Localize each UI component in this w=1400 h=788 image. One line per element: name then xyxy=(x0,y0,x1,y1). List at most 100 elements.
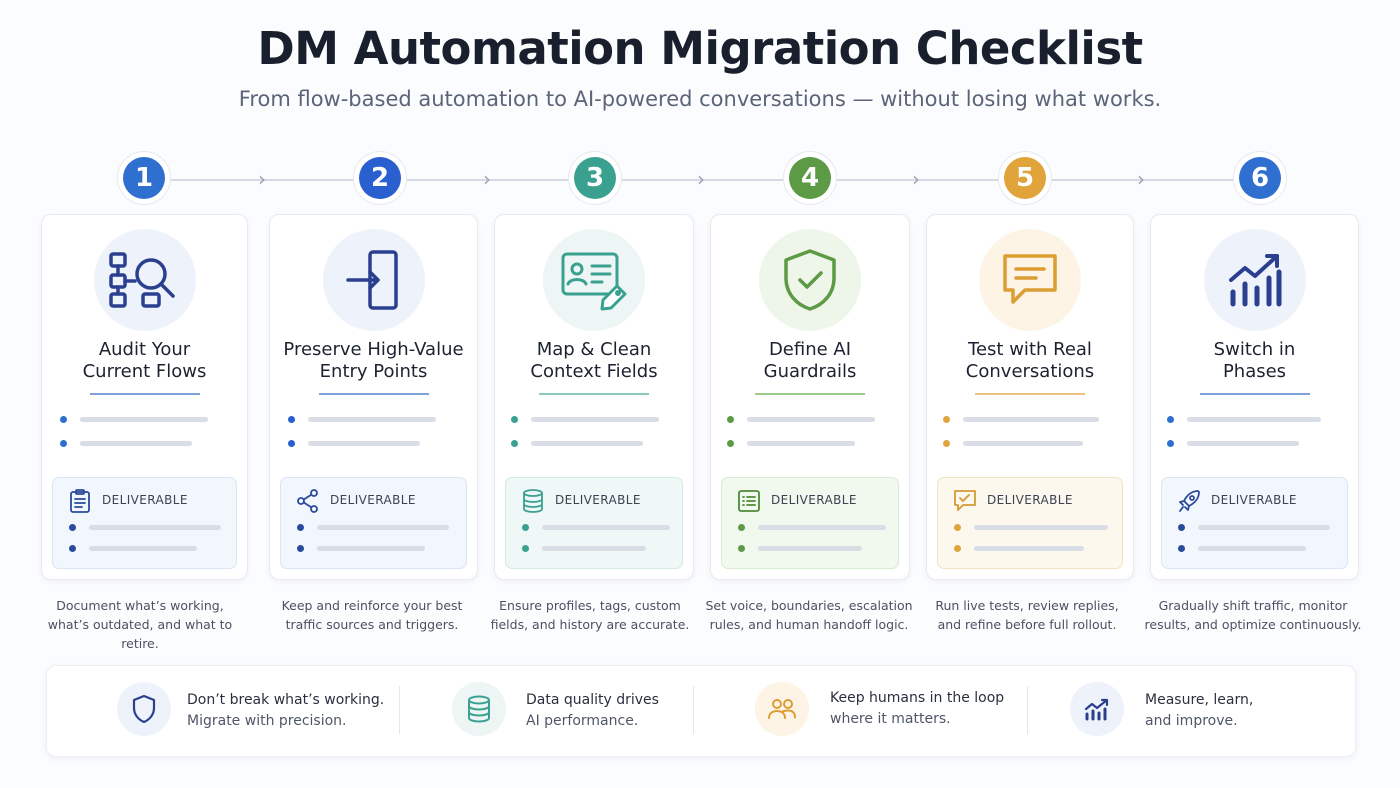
deliverable-label: DELIVERABLE xyxy=(987,493,1073,507)
principle-item-4: Measure, learn,and improve. xyxy=(1070,682,1310,738)
placeholder-line xyxy=(738,545,898,552)
page-title: DM Automation Migration Checklist xyxy=(257,22,1143,75)
entry-arrow-icon xyxy=(322,229,425,331)
divider xyxy=(693,686,694,734)
growth-chart-icon xyxy=(1203,229,1306,331)
deliverable-label: DELIVERABLE xyxy=(555,493,641,507)
placeholder-line xyxy=(943,416,1113,423)
deliverable-box: DELIVERABLE xyxy=(52,477,237,569)
placeholder-line xyxy=(1167,440,1337,447)
placeholder-line xyxy=(954,524,1114,531)
clipboard-icon xyxy=(67,488,93,514)
deliverable-box: DELIVERABLE xyxy=(505,477,683,569)
chevron-right-icon: › xyxy=(483,167,491,191)
placeholder-line xyxy=(1178,524,1338,531)
step-number-5: 5 xyxy=(1004,157,1046,199)
placeholder-line xyxy=(943,440,1113,447)
deliverable-box: DELIVERABLE xyxy=(280,477,467,569)
deliverable-box: DELIVERABLE xyxy=(937,477,1123,569)
placeholder-line xyxy=(522,545,682,552)
title-underline xyxy=(89,393,200,395)
deliverable-box: DELIVERABLE xyxy=(721,477,899,569)
placeholder-line xyxy=(69,524,229,531)
step-connector-line xyxy=(168,179,1234,181)
page-subtitle: From flow-based automation to AI-powered… xyxy=(238,87,1162,111)
profile-card-tag-icon xyxy=(543,229,645,331)
database-icon xyxy=(452,682,506,736)
principle-text: Measure, learn,and improve. xyxy=(1145,692,1254,729)
deliverable-label: DELIVERABLE xyxy=(330,493,416,507)
divider xyxy=(399,686,400,734)
step-description-1: Document what’s working,what’s outdated,… xyxy=(47,598,233,651)
placeholder-line xyxy=(522,524,682,531)
placeholder-line xyxy=(297,545,457,552)
placeholder-line xyxy=(954,545,1114,552)
chevron-right-icon: › xyxy=(697,167,705,191)
placeholder-line xyxy=(60,416,230,423)
deliverable-box: DELIVERABLE xyxy=(1161,477,1348,569)
chat-check-icon xyxy=(952,488,978,514)
divider xyxy=(1027,686,1028,734)
title-underline xyxy=(755,393,865,395)
principles-footer: Don’t break what’s working.Migrate with … xyxy=(46,665,1356,757)
step-number-1: 1 xyxy=(123,157,165,199)
placeholder-line xyxy=(60,440,230,447)
placeholder-line xyxy=(738,524,898,531)
placeholder-line xyxy=(727,440,897,447)
chevron-right-icon: › xyxy=(258,167,266,191)
deliverable-label: DELIVERABLE xyxy=(102,493,188,507)
checklist-icon xyxy=(736,488,762,514)
deliverable-label: DELIVERABLE xyxy=(771,493,857,507)
shield-check-icon xyxy=(759,229,861,331)
chevron-right-icon: › xyxy=(912,167,920,191)
title-underline xyxy=(318,393,429,395)
flowchart-search-icon xyxy=(93,229,196,331)
rocket-icon xyxy=(1176,488,1202,514)
placeholder-line xyxy=(511,440,681,447)
chat-bubble-icon xyxy=(979,229,1081,331)
deliverable-label: DELIVERABLE xyxy=(1211,493,1297,507)
step-number-3: 3 xyxy=(574,157,616,199)
principle-item-1: Don’t break what’s working.Migrate with … xyxy=(117,682,397,738)
placeholder-line xyxy=(1178,545,1338,552)
title-underline xyxy=(1199,393,1310,395)
step-number-6: 6 xyxy=(1239,157,1281,199)
step-number-4: 4 xyxy=(789,157,831,199)
title-underline xyxy=(975,393,1085,395)
share-nodes-icon xyxy=(295,488,321,514)
placeholder-line xyxy=(69,545,229,552)
placeholder-line xyxy=(727,416,897,423)
placeholder-line xyxy=(297,524,457,531)
shield-icon xyxy=(117,682,171,736)
bar-chart-icon xyxy=(1070,682,1124,736)
database-icon xyxy=(520,488,546,514)
placeholder-line xyxy=(288,416,458,423)
step-number-2: 2 xyxy=(359,157,401,199)
principle-text: Don’t break what’s working.Migrate with … xyxy=(187,692,385,729)
title-underline xyxy=(539,393,649,395)
placeholder-line xyxy=(511,416,681,423)
placeholder-line xyxy=(1167,416,1337,423)
chevron-right-icon: › xyxy=(1137,167,1145,191)
step-description-5: Run live tests, review replies,and refin… xyxy=(935,598,1119,632)
